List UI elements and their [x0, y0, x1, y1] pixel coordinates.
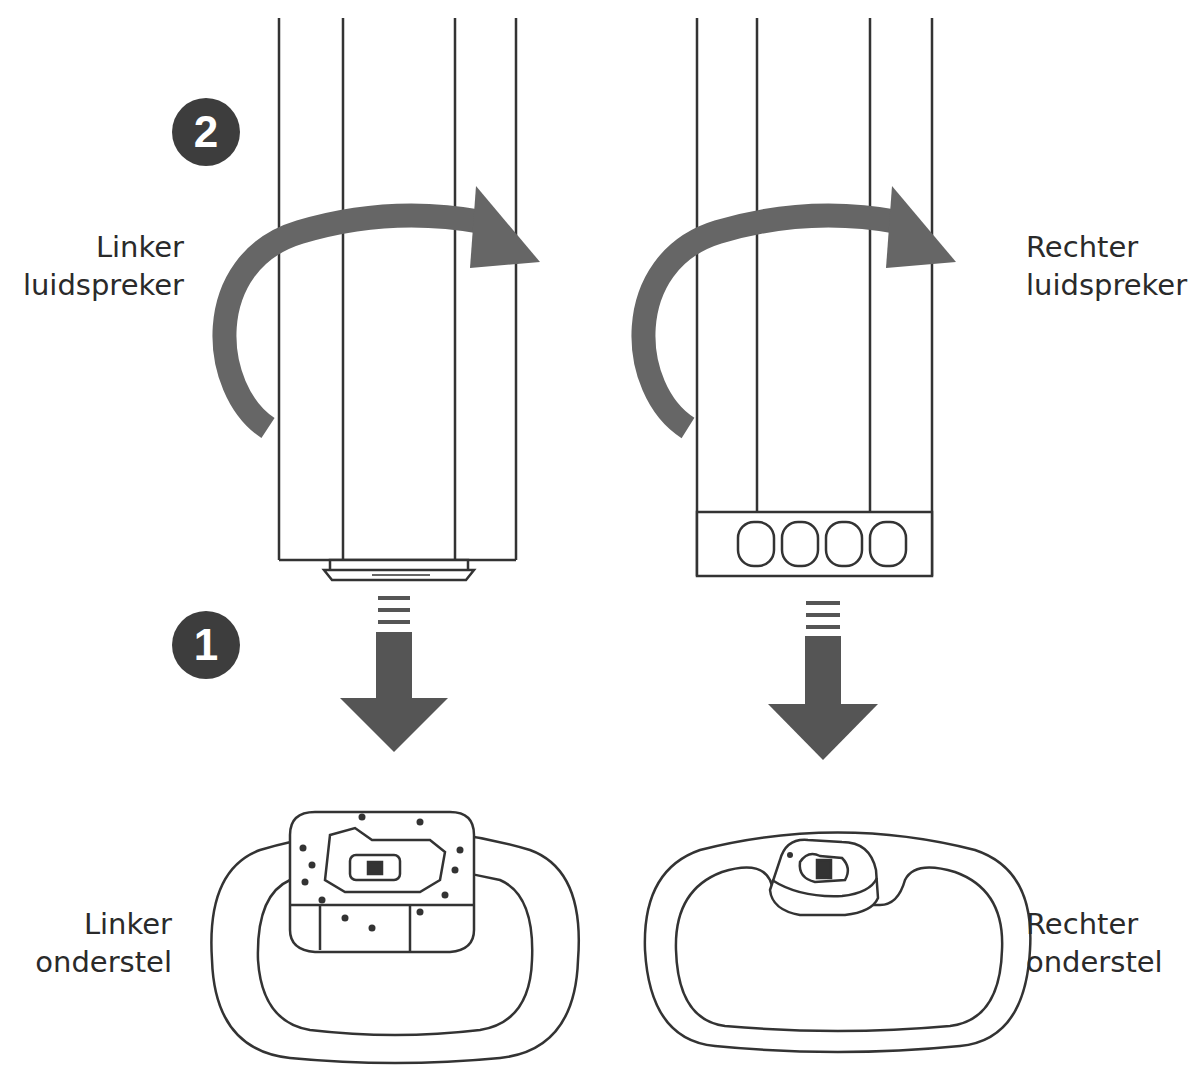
right-speaker	[697, 18, 932, 576]
part-label: Rechter luidspreker	[1026, 228, 1202, 304]
left-speaker	[279, 18, 516, 580]
rotate-arrows	[224, 186, 956, 428]
callout-number: 1	[194, 623, 218, 667]
part-label: Linker luidspreker	[0, 228, 184, 304]
push-arrows	[340, 598, 878, 760]
part-label: Rechter onderstel	[1026, 905, 1202, 981]
callout-discs	[172, 98, 240, 679]
left-base	[211, 812, 578, 1063]
callout-number: 2	[194, 110, 218, 154]
right-base	[645, 833, 1031, 1053]
part-label: Linker onderstel	[0, 905, 172, 981]
